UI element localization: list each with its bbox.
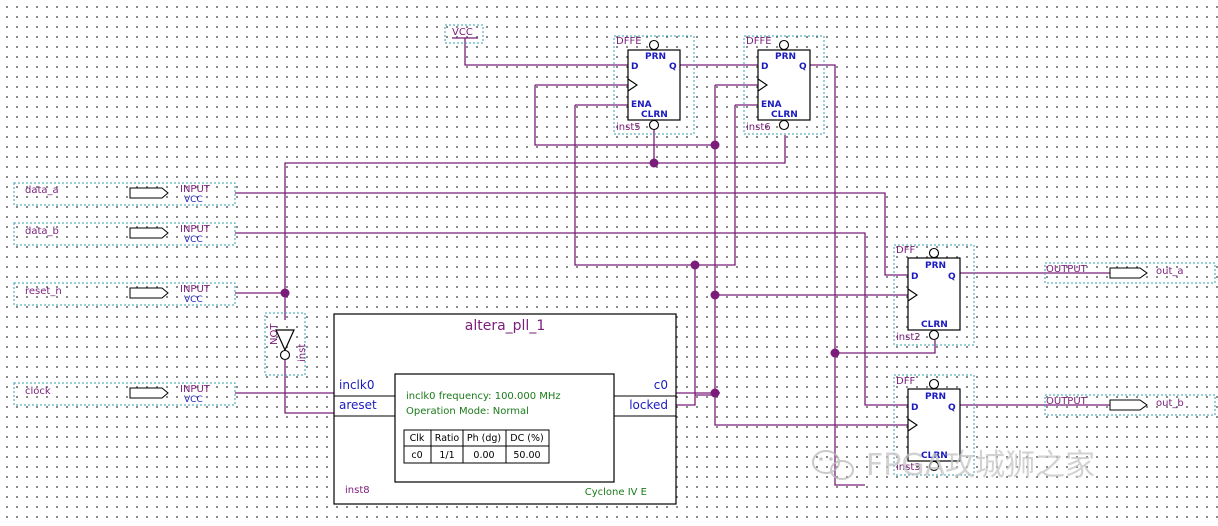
input-pin-data-b[interactable]: data_b INPUT VCC <box>13 222 236 246</box>
pin-d: D <box>631 62 638 72</box>
pll-th-clk: Clk <box>410 433 425 444</box>
pll-td-ph: 0.00 <box>473 450 494 461</box>
pin-name: out_b <box>1156 398 1184 409</box>
pin-name: out_a <box>1156 266 1184 277</box>
pll-mode: Operation Mode: Normal <box>406 406 529 417</box>
pin-type: INPUT <box>180 224 211 235</box>
pin-d: D <box>761 62 768 72</box>
pll-td-ratio: 1/1 <box>439 450 454 461</box>
pin-name: data_b <box>25 226 59 237</box>
dff-inst2[interactable]: DFF PRN D Q CLRN inst2 <box>893 244 975 346</box>
dff-type: DFF <box>896 376 915 387</box>
pin-q: Q <box>948 403 956 413</box>
pin-clrn: CLRN <box>771 110 798 120</box>
pin-type: OUTPUT <box>1046 396 1088 407</box>
pll-title: altera_pll_1 <box>465 318 545 334</box>
pll-block[interactable]: altera_pll_1 inclk0 areset c0 locked inc… <box>333 313 677 505</box>
pin-d: D <box>911 272 918 282</box>
dffe-type: DFFE <box>746 36 772 47</box>
pin-default: VCC <box>184 195 203 205</box>
pin-type: INPUT <box>180 184 211 195</box>
pin-default: VCC <box>184 295 203 305</box>
dff-type: DFF <box>896 245 915 256</box>
pin-prn: PRN <box>645 52 666 62</box>
pin-clrn: CLRN <box>921 451 948 461</box>
pll-port-areset: areset <box>339 398 377 412</box>
dffe-type: DFFE <box>616 36 642 47</box>
dff-inst3[interactable]: DFF PRN D Q CLRN inst3 <box>893 374 975 476</box>
pin-default: VCC <box>184 235 203 245</box>
pll-inst: inst8 <box>345 485 370 496</box>
pin-q: Q <box>669 62 677 72</box>
pll-device: Cyclone IV E <box>585 487 647 498</box>
pin-prn: PRN <box>925 261 946 271</box>
pll-th-ph: Ph (dg) <box>467 433 501 444</box>
pll-th-dc: DC (%) <box>510 433 543 444</box>
output-pin-out-a[interactable]: OUTPUT out_a <box>1044 262 1216 284</box>
output-pin-out-b[interactable]: OUTPUT out_b <box>1044 394 1216 416</box>
pll-td-dc: 50.00 <box>513 450 540 461</box>
vcc-label: VCC <box>452 27 473 38</box>
dff-inst: inst3 <box>896 462 921 473</box>
pin-default: VCC <box>184 395 203 405</box>
dffe-inst: inst6 <box>746 122 771 133</box>
not-gate[interactable]: NOT inst <box>264 312 308 376</box>
pin-q: Q <box>948 272 956 282</box>
dff-inst: inst2 <box>896 332 921 343</box>
pin-d: D <box>911 403 918 413</box>
pin-type: INPUT <box>180 284 211 295</box>
watermark-text: FPGA攻城狮之家 <box>866 448 1095 483</box>
not-inst: inst <box>297 344 308 362</box>
pin-type: INPUT <box>180 384 211 395</box>
pll-table: Clk Ratio Ph (dg) DC (%) c0 1/1 0.00 50.… <box>403 429 550 464</box>
input-pin-data-a[interactable]: data_a INPUT VCC <box>13 182 236 206</box>
pin-type: OUTPUT <box>1046 264 1088 275</box>
pll-port-locked: locked <box>629 398 668 412</box>
pll-freq: inclk0 frequency: 100.000 MHz <box>406 391 561 402</box>
pin-ena: ENA <box>631 100 652 110</box>
dffe-inst6[interactable]: DFFE PRN D Q ENA CLRN inst6 <box>743 35 825 135</box>
pin-clrn: CLRN <box>641 110 668 120</box>
input-pin-reset-n[interactable]: reset_n INPUT VCC <box>13 282 236 306</box>
junctions <box>280 140 840 398</box>
pin-prn: PRN <box>925 392 946 402</box>
pin-ena: ENA <box>761 100 782 110</box>
not-type: NOT <box>269 323 280 345</box>
pin-name: data_a <box>25 185 59 196</box>
pin-clrn: CLRN <box>921 320 948 330</box>
dffe-inst5[interactable]: DFFE PRN D Q ENA CLRN inst5 <box>613 35 695 135</box>
pll-td-clk: c0 <box>411 450 422 461</box>
pll-th-ratio: Ratio <box>435 433 460 444</box>
pll-port-c0: c0 <box>654 378 668 392</box>
wechat-icon <box>812 450 854 480</box>
pll-port-inclk0: inclk0 <box>339 378 374 392</box>
pin-q: Q <box>799 62 807 72</box>
dffe-inst: inst5 <box>616 122 641 133</box>
pin-name: reset_n <box>25 286 62 297</box>
vcc-symbol[interactable]: VCC <box>444 24 484 44</box>
watermark: FPGA攻城狮之家 <box>812 448 1095 483</box>
input-pin-clock[interactable]: clock INPUT VCC <box>13 382 236 406</box>
pin-name: clock <box>25 386 51 397</box>
pin-prn: PRN <box>775 52 796 62</box>
